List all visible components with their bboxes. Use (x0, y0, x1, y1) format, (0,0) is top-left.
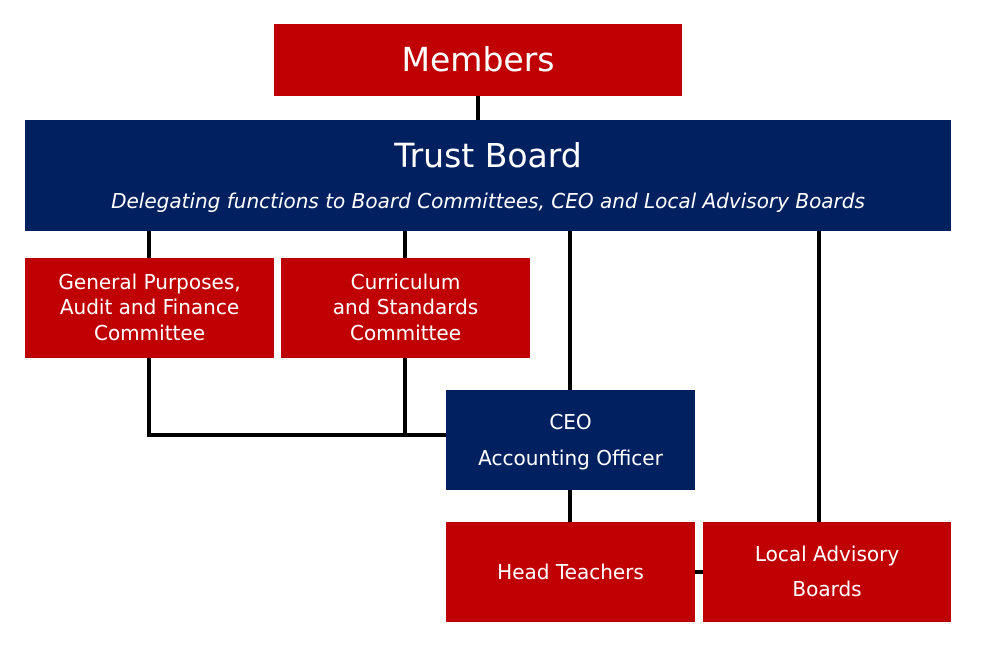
connector-board-ceo (568, 230, 572, 391)
connector-board-lab (817, 230, 821, 523)
connector-gpaf-down (147, 358, 151, 437)
connector-committees-ceo (147, 433, 447, 437)
curriculum-committee-line-2: and Standards (332, 295, 479, 320)
members-box: Members (274, 24, 682, 96)
gpaf-committee-line-1: General Purposes, (58, 269, 241, 294)
ceo-label: CEO Accounting Officer (478, 404, 663, 476)
gpaf-committee-label: General Purposes, Audit and Finance Comm… (58, 270, 240, 347)
ceo-line-1: CEO (549, 410, 592, 434)
curriculum-committee-box: Curriculum and Standards Committee (281, 258, 530, 358)
connector-members-board (476, 96, 480, 120)
connector-ceo-head-teachers (568, 490, 572, 523)
curriculum-committee-label: Curriculum and Standards Committee (333, 270, 478, 347)
local-advisory-boards-line-2: Boards (792, 577, 862, 601)
head-teachers-label: Head Teachers (497, 559, 644, 584)
connector-curriculum-down (403, 358, 407, 437)
trust-board-title: Trust Board (394, 136, 582, 176)
gpaf-committee-line-2: Audit and Finance (59, 295, 240, 320)
ceo-box: CEO Accounting Officer (446, 390, 695, 490)
gpaf-committee-line-3: Committee (93, 320, 205, 345)
connector-board-gpaf (147, 230, 151, 259)
ceo-line-2: Accounting Officer (478, 446, 663, 470)
trust-board-subtitle: Delegating functions to Board Committees… (111, 188, 865, 213)
local-advisory-boards-line-1: Local Advisory (754, 542, 900, 566)
members-label: Members (401, 39, 555, 79)
local-advisory-boards-label: Local Advisory Boards (755, 537, 899, 607)
head-teachers-box: Head Teachers (446, 522, 695, 622)
trust-board-box: Trust Board Delegating functions to Boar… (25, 120, 951, 231)
gpaf-committee-box: General Purposes, Audit and Finance Comm… (25, 258, 274, 358)
local-advisory-boards-box: Local Advisory Boards (703, 522, 951, 622)
connector-board-curriculum (403, 230, 407, 259)
curriculum-committee-line-3: Committee (349, 320, 461, 345)
curriculum-committee-line-1: Curriculum (350, 269, 461, 294)
connector-head-teachers-lab (694, 570, 704, 574)
